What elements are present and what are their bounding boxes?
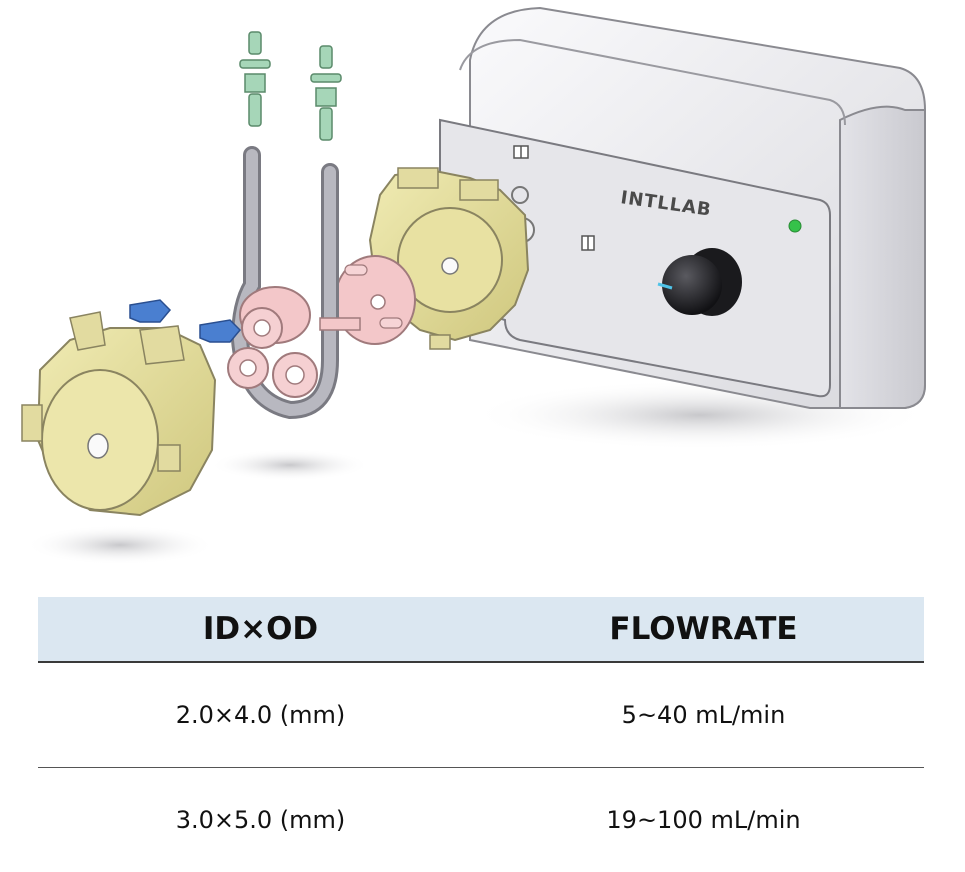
hose-barb-connector xyxy=(239,31,271,127)
pump-rollers xyxy=(227,286,361,398)
cell-id-od: 2.0×4.0 (mm) xyxy=(175,701,346,729)
connector-port-icon xyxy=(511,186,529,204)
speed-knob-icon[interactable] xyxy=(657,248,742,316)
roller-carrier-disk xyxy=(334,255,416,345)
ground-shadow xyxy=(210,449,370,481)
column-header-flowrate: FLOWRATE xyxy=(609,611,798,647)
table-row: 2.0×4.0 (mm) 5~40 mL/min xyxy=(38,663,924,768)
spec-table-header: ID×OD FLOWRATE xyxy=(38,597,924,663)
direction-switch-icon[interactable] xyxy=(581,235,595,251)
indicator-led-icon xyxy=(788,219,802,233)
cell-flowrate: 19~100 mL/min xyxy=(606,806,801,834)
ground-shadow xyxy=(25,525,215,565)
hose-barb-connector xyxy=(310,45,342,141)
cell-id-od: 3.0×5.0 (mm) xyxy=(175,806,346,834)
power-switch-icon[interactable] xyxy=(513,145,529,159)
cell-flowrate: 5~40 mL/min xyxy=(621,701,786,729)
spec-table: ID×OD FLOWRATE 2.0×4.0 (mm) 5~40 mL/min … xyxy=(38,597,924,872)
column-header-id-od: ID×OD xyxy=(202,611,319,647)
tube-clip xyxy=(129,299,242,343)
pump-exploded-illustration: INTLLAB xyxy=(21,6,930,565)
pump-head-front xyxy=(21,311,217,517)
table-row: 3.0×5.0 (mm) 19~100 mL/min xyxy=(38,768,924,872)
control-panel: INTLLAB xyxy=(439,118,831,398)
